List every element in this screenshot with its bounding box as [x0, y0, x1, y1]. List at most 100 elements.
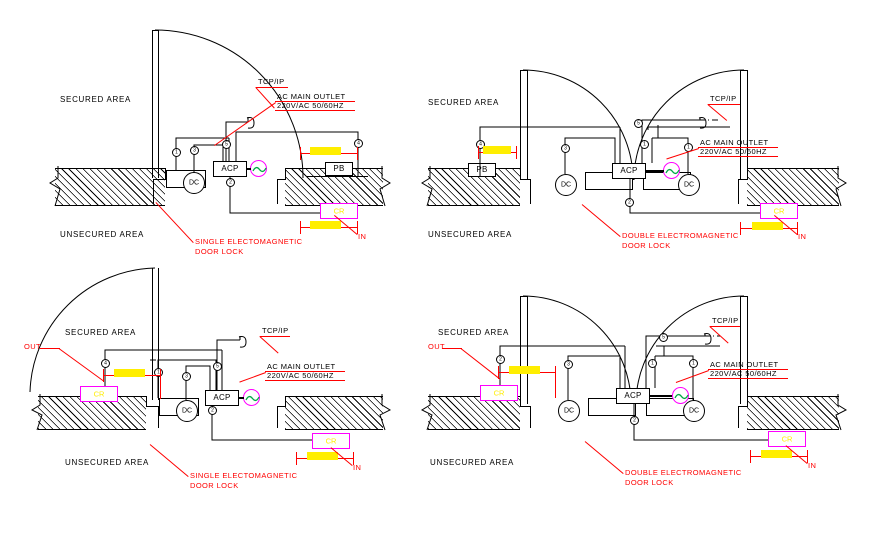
- label-in: IN: [358, 232, 367, 241]
- wall-right: [747, 168, 839, 206]
- bubble-4: 4: [354, 139, 363, 148]
- dim-cr-height: 30mm: [763, 451, 781, 457]
- bubble-5: 5: [634, 119, 643, 128]
- acp-label: ACP: [221, 164, 239, 173]
- label-secured-area: SECURED AREA: [65, 328, 137, 337]
- dc-label: DC: [181, 407, 193, 415]
- label-ac-voltage: 220V/AC 50/60HZ: [277, 101, 344, 110]
- dim-pb-height: 30mm: [313, 148, 331, 154]
- caption-lock-line1: DOUBLE ELECTROMAGNETIC: [622, 231, 739, 240]
- detail-bottom-right: ACP DC DC CR CR: [420, 268, 885, 538]
- acp-controller: ACP: [612, 163, 646, 179]
- bubble-5: 5: [659, 333, 668, 342]
- bubble-2: 2: [625, 198, 634, 207]
- caption-lock-line1: SINGLE ELECTOMAGNETIC: [195, 237, 303, 246]
- card-reader-in: CR: [768, 431, 806, 447]
- ac-power-node: [663, 162, 680, 179]
- label-unsecured-area: UNSECURED AREA: [430, 458, 515, 467]
- dim-cr-height: 30mm: [309, 453, 327, 459]
- acp-controller: ACP: [616, 388, 650, 404]
- caption-lock-line2: DOOR LOCK: [190, 481, 239, 490]
- label-in: IN: [808, 461, 817, 470]
- label-ac-main-outlet: AC MAIN OUTLET: [710, 360, 779, 369]
- label-unsecured-area: UNSECURED AREA: [65, 458, 150, 467]
- acp-controller: ACP: [213, 161, 247, 177]
- bubble-1: 1: [154, 368, 163, 377]
- label-ac-voltage: 220V/AC 50/60HZ: [267, 371, 334, 380]
- bubble-1: 1: [640, 140, 649, 149]
- label-unsecured-area: UNSECURED AREA: [428, 230, 513, 239]
- caption-lock-line2: DOOR LOCK: [622, 241, 671, 250]
- label-in: IN: [798, 232, 807, 241]
- card-reader-out: CR: [80, 386, 118, 402]
- bubble-1b: 1: [689, 359, 698, 368]
- dc-label: DC: [683, 181, 695, 189]
- dim-cr-height: 30mm: [754, 223, 772, 229]
- door-contact-dc: DC: [183, 172, 205, 194]
- detail-top-right: ACP DC DC PB CR: [420, 0, 885, 270]
- cr-label: CR: [493, 388, 505, 398]
- dc-label: DC: [560, 181, 572, 189]
- wall-left: [55, 168, 165, 206]
- caption-lock-line1: SINGLE ELECTOMAGNETIC: [190, 471, 298, 480]
- ac-power-node: [250, 160, 267, 177]
- door-contact-dc: DC: [176, 400, 198, 422]
- cr-label: CR: [333, 206, 345, 216]
- label-secured-area: SECURED AREA: [438, 328, 510, 337]
- bubble-5: 5: [213, 362, 222, 371]
- door-contact-dc-left: DC: [558, 400, 580, 422]
- wall-right: [285, 396, 383, 430]
- bubble-3: 3: [561, 144, 570, 153]
- label-out: OUT: [428, 342, 446, 351]
- label-out: OUT: [24, 342, 42, 351]
- ac-power-node: [243, 389, 260, 406]
- push-button-pb: PB: [468, 163, 496, 177]
- bubble-2b: 2: [630, 416, 639, 425]
- bubble-2: 2: [226, 178, 235, 187]
- label-in: IN: [353, 463, 362, 472]
- label-ac-voltage: 220V/AC 50/60HZ: [710, 369, 777, 378]
- label-secured-area: SECURED AREA: [428, 98, 500, 107]
- ac-power-node: [672, 387, 689, 404]
- cr-label: CR: [773, 206, 785, 216]
- detail-bottom-left: ACP DC CR CR: [0, 267, 440, 538]
- card-reader-in: CR: [760, 203, 798, 219]
- dim-cr-height: 30mm: [313, 222, 331, 228]
- label-ac-main-outlet: AC MAIN OUTLET: [267, 362, 336, 371]
- label-ac-voltage: 220V/AC 50/60HZ: [700, 147, 767, 156]
- bubble-3: 3: [182, 372, 191, 381]
- door-contact-dc-right: DC: [683, 400, 705, 422]
- cr-label: CR: [93, 389, 105, 399]
- dc-label: DC: [688, 407, 700, 415]
- bubble-3: 3: [564, 360, 573, 369]
- door-leaf: [152, 30, 153, 178]
- bubble-1: 1: [172, 148, 181, 157]
- acp-label: ACP: [620, 166, 638, 175]
- wall-left: [428, 396, 520, 430]
- cr-label: CR: [325, 436, 337, 446]
- acp-label: ACP: [213, 393, 231, 402]
- bubble-2: 2: [208, 406, 217, 415]
- door-contact-dc-right: DC: [678, 174, 700, 196]
- caption-lock-line2: DOOR LOCK: [195, 247, 244, 256]
- card-reader-in: CR: [320, 203, 358, 219]
- acp-controller: ACP: [205, 390, 239, 406]
- card-reader-out: CR: [480, 385, 518, 401]
- dc-label: DC: [188, 179, 200, 187]
- label-tcp-ip: TCP/IP: [710, 94, 737, 103]
- wall-right: [747, 396, 839, 430]
- cr-label: CR: [781, 434, 793, 444]
- label-tcp-ip: TCP/IP: [712, 316, 739, 325]
- dc-label: DC: [563, 407, 575, 415]
- dim-cr-out-height: 30mm: [116, 370, 134, 376]
- label-secured-area: SECURED AREA: [60, 95, 132, 104]
- dim-pb-height: 30mm: [485, 147, 503, 153]
- caption-lock-line1: DOUBLE ELECTROMAGNETIC: [625, 468, 742, 477]
- bubble-4: 4: [101, 359, 110, 368]
- bubble-4: 4: [476, 140, 485, 149]
- bubble-3: 3: [190, 146, 199, 155]
- pb-label: PB: [333, 164, 345, 173]
- bubble-1: 1: [648, 359, 657, 368]
- label-ac-main-outlet: AC MAIN OUTLET: [700, 138, 769, 147]
- caption-lock-line2: DOOR LOCK: [625, 478, 674, 487]
